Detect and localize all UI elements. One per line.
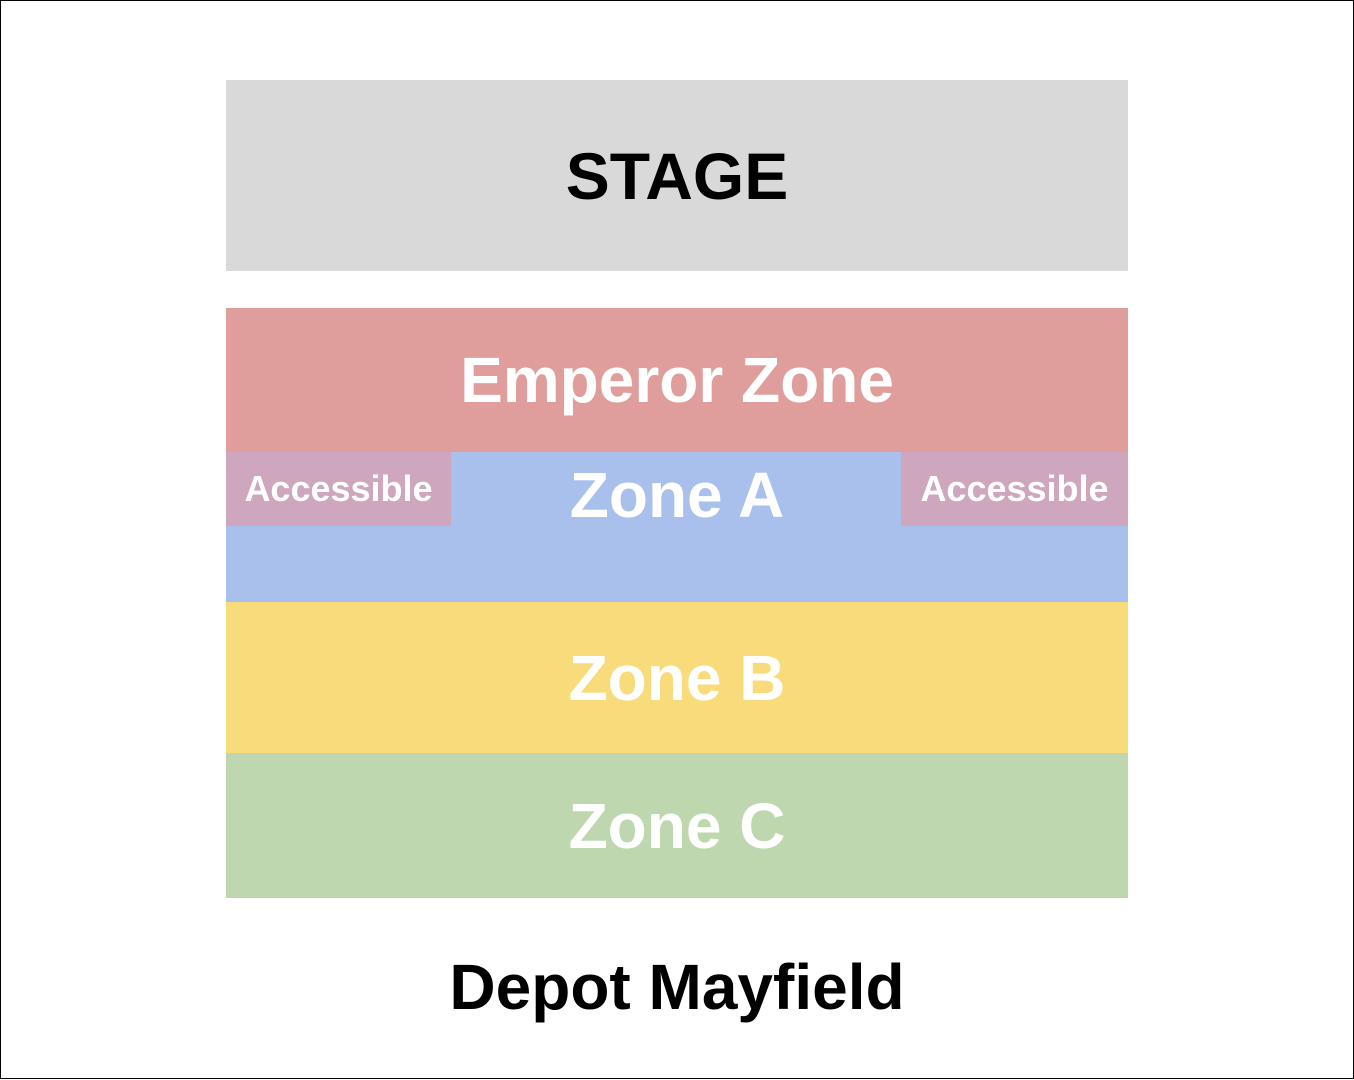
venue-name: Depot Mayfield bbox=[449, 951, 905, 1023]
accessible-right-label: Accessible bbox=[920, 468, 1109, 509]
emperor-zone-label: Emperor Zone bbox=[460, 344, 894, 416]
accessible-right[interactable]: Accessible bbox=[901, 452, 1128, 526]
zone-c[interactable]: Zone C bbox=[226, 753, 1128, 898]
accessible-left-label: Accessible bbox=[244, 468, 433, 509]
accessible-left[interactable]: Accessible bbox=[226, 452, 451, 526]
stage-area: STAGE bbox=[226, 80, 1128, 271]
zone-a-label: Zone A bbox=[569, 459, 785, 531]
zone-c-label: Zone C bbox=[568, 789, 786, 862]
zone-b[interactable]: Zone B bbox=[226, 602, 1128, 753]
stage-label: STAGE bbox=[565, 138, 789, 213]
emperor-zone[interactable]: Emperor Zone bbox=[226, 308, 1128, 452]
zone-b-label: Zone B bbox=[568, 641, 786, 714]
